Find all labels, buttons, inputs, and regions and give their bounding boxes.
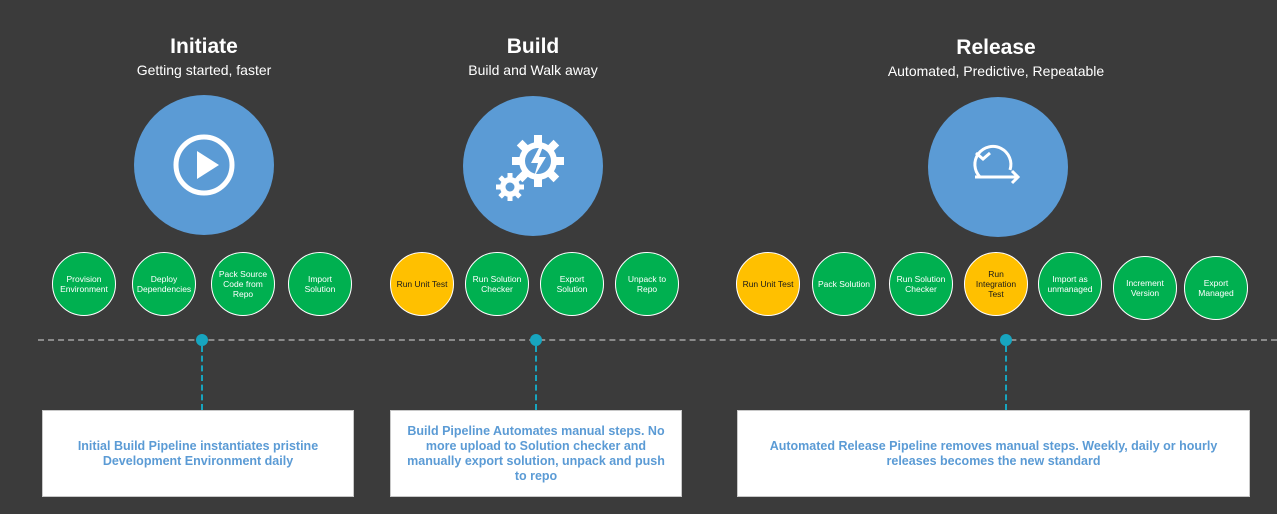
initiate-connector <box>201 346 203 410</box>
build-note-text: Build Pipeline Automates manual steps. N… <box>407 423 665 483</box>
step-deploy-dependencies: Deploy Dependencies <box>132 252 196 316</box>
step-import-as-unmanaged: Import as unmanaged <box>1038 252 1102 316</box>
play-icon <box>173 134 235 196</box>
release-circle <box>928 97 1068 237</box>
release-marker <box>1000 334 1012 346</box>
build-subtitle: Build and Walk away <box>468 62 598 78</box>
release-note: Automated Release Pipeline removes manua… <box>737 410 1250 497</box>
build-header: Build Build and Walk away <box>373 35 693 79</box>
step-release-run-unit-test: Run Unit Test <box>736 252 800 316</box>
cycle-arrow-icon <box>973 144 1021 185</box>
release-subtitle: Automated, Predictive, Repeatable <box>887 63 1105 79</box>
release-header: Release Automated, Predictive, Repeatabl… <box>836 36 1156 80</box>
step-build-run-unit-test: Run Unit Test <box>390 252 454 316</box>
initiate-header: Initiate Getting started, faster <box>44 35 364 79</box>
initiate-title: Initiate <box>170 35 238 58</box>
step-provision-environment: Provision Environment <box>52 252 116 316</box>
step-run-integration-test: Run Integration Test <box>964 252 1028 316</box>
release-note-text: Automated Release Pipeline removes manua… <box>769 438 1218 468</box>
gears-lightning-icon <box>496 135 564 201</box>
step-unpack-to-repo: Unpack to Repo <box>615 252 679 316</box>
build-connector <box>535 346 537 410</box>
initiate-subtitle: Getting started, faster <box>136 62 272 78</box>
step-pack-solution: Pack Solution <box>812 252 876 316</box>
build-title: Build <box>506 35 560 58</box>
release-title: Release <box>956 36 1036 59</box>
initiate-note-text: Initial Build Pipeline instantiates pris… <box>77 438 319 468</box>
step-release-run-solution-checker: Run Solution Checker <box>889 252 953 316</box>
step-increment-version: Increment Version <box>1113 256 1177 320</box>
step-pack-source-code: Pack Source Code from Repo <box>211 252 275 316</box>
timeline-line <box>38 339 1277 341</box>
initiate-circle <box>134 95 274 235</box>
build-circle <box>463 96 603 236</box>
step-build-run-solution-checker: Run Solution Checker <box>465 252 529 316</box>
build-note: Build Pipeline Automates manual steps. N… <box>390 410 682 497</box>
release-connector <box>1005 346 1007 410</box>
initiate-marker <box>196 334 208 346</box>
step-export-solution: Export Solution <box>540 252 604 316</box>
initiate-note: Initial Build Pipeline instantiates pris… <box>42 410 354 497</box>
build-marker <box>530 334 542 346</box>
step-export-managed: Export Managed <box>1184 256 1248 320</box>
step-import-solution: Import Solution <box>288 252 352 316</box>
